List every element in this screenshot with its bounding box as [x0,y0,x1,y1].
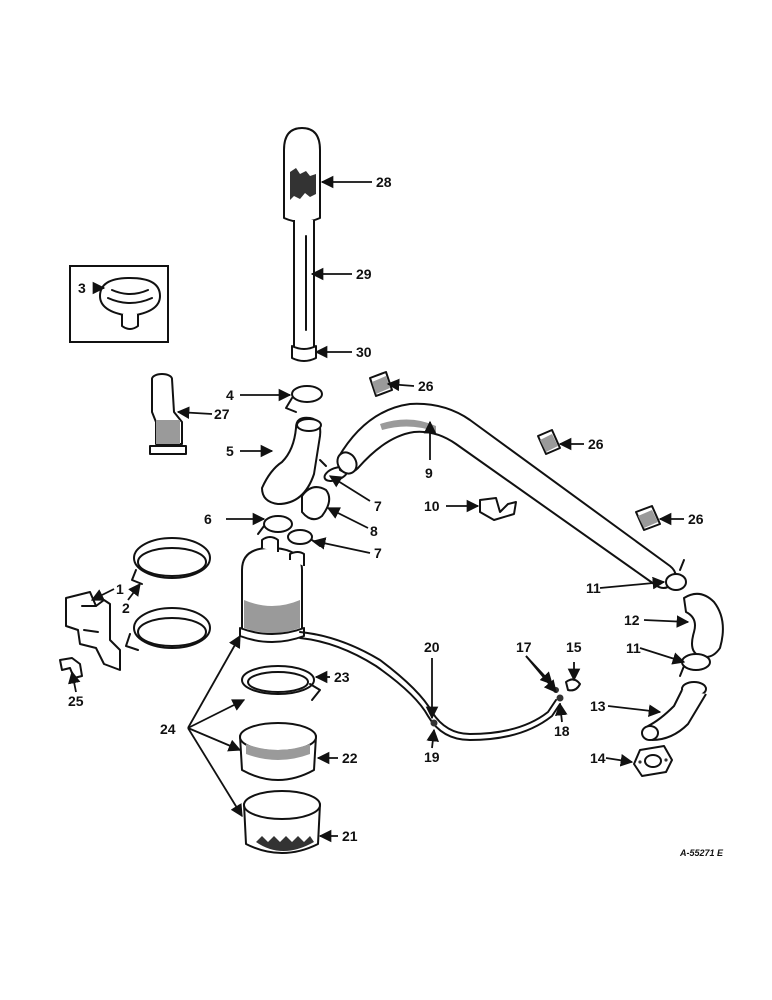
extension-tube-part-29 [293,220,315,354]
callout-27: 27 [214,406,230,422]
callout-26-c: 26 [688,511,704,527]
hose-clamp-part-11-upper [665,559,687,591]
elbow-pipe-part-13 [641,681,707,741]
callout-10: 10 [424,498,440,514]
air-cleaner-body [239,536,305,643]
hose-clamp-part-4 [285,385,323,413]
callout-2: 2 [122,600,130,616]
cap-part-26-b [537,429,561,455]
gasket-ring-part-23 [241,665,321,701]
intake-pipe-part-27 [149,373,187,455]
cap-part-26-c [635,505,661,531]
band-clamp-part-2-upper [131,537,211,585]
callout-5: 5 [226,443,234,459]
grommet-part-19 [430,719,438,727]
callout-7-upper: 7 [374,498,382,514]
callout-30: 30 [356,344,372,360]
figure-part-number: A-55271 E [679,848,724,858]
callout-12: 12 [624,612,640,628]
callout-6: 6 [204,511,212,527]
clip-part-15 [565,678,581,692]
callout-3: 3 [78,280,86,296]
clip-part-10 [479,497,517,521]
hose-elbow-part-12 [683,592,724,658]
callout-14: 14 [590,750,606,766]
callout-7-lower: 7 [374,545,382,561]
callout-labels: 28 29 30 3 4 27 26 26 26 5 9 7 10 6 8 7 … [68,174,724,858]
leader-lines [68,175,690,843]
callout-21: 21 [342,828,358,844]
callout-23: 23 [334,669,350,685]
precleaner-part-28 [283,127,321,223]
oil-cup-part-21 [243,790,321,854]
gasket-flange-part-14 [633,745,673,777]
inset-box-part-3 [69,265,169,343]
band-clamp-part-2-lower [125,607,211,651]
callout-11-lower: 11 [626,640,641,656]
long-tube-part-9 [336,402,677,589]
callout-9: 9 [425,465,433,481]
hose-elbow-part-5 [261,416,322,505]
callout-29: 29 [356,266,372,282]
tube-base-part-30 [291,345,317,362]
mounting-bracket-part-1 [65,591,121,671]
callout-11-upper: 11 [586,580,601,596]
hose-clamp-part-11-lower [679,653,711,677]
callout-13: 13 [590,698,606,714]
callout-20: 20 [424,639,440,655]
bolt-part-18 [556,694,564,702]
callout-1: 1 [116,581,124,597]
cap-part-26-a [369,371,393,397]
callout-15: 15 [566,639,582,655]
callout-8: 8 [370,523,378,539]
callout-19: 19 [424,749,440,765]
hose-clamp-part-7-lower [287,529,321,547]
callout-26-a: 26 [418,378,434,394]
callout-4: 4 [226,387,234,403]
callout-24: 24 [160,721,176,737]
callout-17: 17 [516,639,532,655]
callout-25: 25 [68,693,84,709]
hose-part-8 [301,486,331,521]
callout-22: 22 [342,750,358,766]
callout-26-b: 26 [588,436,604,452]
callout-18: 18 [554,723,570,739]
small-bracket-part-25 [59,657,83,679]
oil-cup-part-22 [239,722,317,781]
callout-28: 28 [376,174,392,190]
